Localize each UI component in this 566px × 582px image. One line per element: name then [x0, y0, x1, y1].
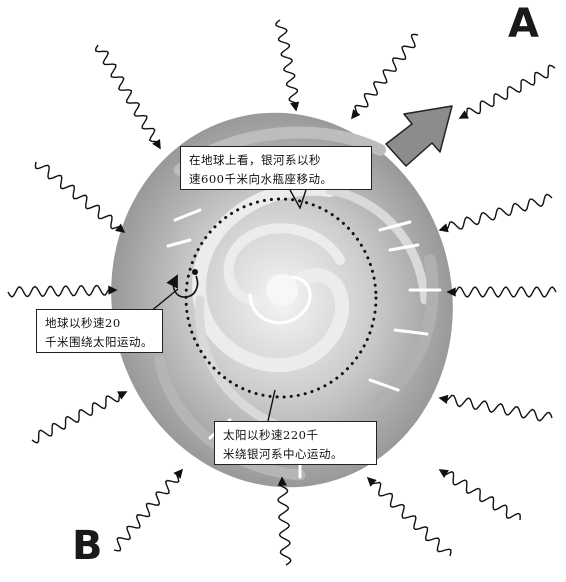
wavy-arrow-icon — [447, 286, 557, 298]
wavy-arrow-head-icon — [152, 139, 161, 150]
callout-galaxy-motion: 在地球上看，银河系以秒 速600千米向水瓶座移动。 — [180, 146, 372, 190]
spiral-galaxy — [111, 112, 453, 488]
wavy-arrow-head-icon — [290, 101, 300, 112]
wavy-arrow-head-icon — [351, 109, 361, 120]
wavy-arrow-head-icon — [117, 391, 128, 400]
earth-orbit-icon — [166, 274, 199, 298]
label-a: A — [508, 1, 539, 47]
callout-earth-line1: 地球以秒速20 — [45, 316, 121, 330]
callout-sun-line1: 太阳以秒速220千 — [223, 428, 319, 442]
wavy-arrow-icon — [95, 44, 161, 149]
wavy-arrow-icon — [34, 161, 125, 233]
wavy-arrow-icon — [277, 477, 292, 566]
sun-marker — [192, 269, 198, 275]
wavy-arrow-icon — [440, 193, 553, 232]
wavy-arrow-icon — [7, 284, 117, 298]
wavy-arrow-icon — [459, 64, 556, 119]
callout-galaxy-line1: 在地球上看，银河系以秒 — [189, 153, 321, 167]
wavy-arrow-icon — [113, 469, 183, 552]
wavy-arrow-icon — [351, 33, 419, 119]
wavy-arrow-head-icon — [438, 394, 449, 404]
wavy-arrow-head-icon — [173, 468, 184, 479]
wavy-arrow-head-icon — [446, 287, 456, 297]
wavy-arrow-icon — [31, 391, 127, 444]
callout-earth-motion: 地球以秒速20 千米围绕太阳运动。 — [36, 309, 163, 353]
wavy-arrow-head-icon — [108, 285, 118, 295]
wavy-arrow-icon — [439, 394, 553, 422]
callout-earth-line2: 千米围绕太阳运动。 — [45, 335, 153, 349]
wavy-arrow-icon — [275, 19, 299, 111]
label-b: B — [72, 523, 103, 569]
callout-sun-line2: 米绕银河系中心运动。 — [223, 447, 343, 461]
wavy-arrow-head-icon — [438, 223, 449, 233]
callout-pointers — [149, 189, 307, 422]
callout-galaxy-line2: 速600千米向水瓶座移动。 — [189, 172, 333, 186]
wavy-arrow-head-icon — [277, 476, 287, 486]
wavy-arrow-head-icon — [458, 110, 469, 119]
wavy-arrow-head-icon — [115, 223, 126, 233]
wavy-arrow-head-icon — [366, 476, 377, 487]
wavy-arrow-icon — [439, 469, 521, 521]
callout-sun-motion: 太阳以秒速220千 米绕银河系中心运动。 — [214, 421, 377, 465]
incoming-waves — [7, 19, 557, 566]
sun-orbit-path — [184, 197, 378, 399]
wavy-arrow-head-icon — [438, 469, 449, 479]
wavy-arrow-icon — [367, 477, 452, 557]
block-arrow-icon — [385, 105, 453, 167]
